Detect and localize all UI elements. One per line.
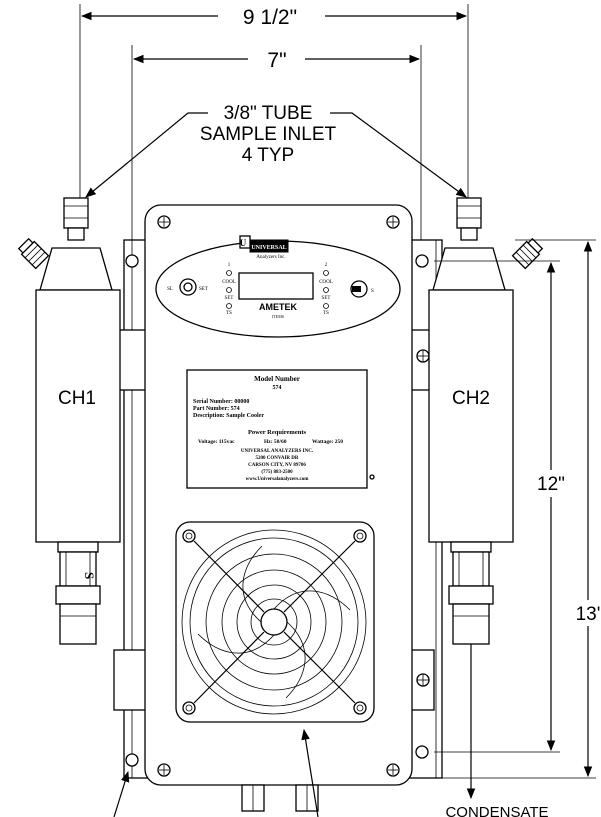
inlet-callout-line2: SAMPLE INLET bbox=[200, 124, 337, 145]
heat-exchanger-ch2: CH2 bbox=[428, 197, 544, 645]
mount-hole-top-right bbox=[415, 254, 429, 268]
mount-width-label: 7" bbox=[267, 49, 286, 72]
svg-text:U: U bbox=[240, 238, 247, 248]
temperature-display bbox=[238, 272, 314, 300]
nameplate-power-heading: Power Requirements bbox=[248, 429, 307, 436]
nameplate-model: 574 bbox=[273, 385, 282, 391]
nameplate-hz: Hz: 50/60 bbox=[264, 439, 287, 445]
nameplate-company: UNIVERSAL ANALYZERS INC. bbox=[241, 449, 314, 454]
power-switch[interactable] bbox=[350, 280, 368, 298]
overall-height-label: 13' bbox=[576, 604, 601, 625]
fan-screw-bottom-left bbox=[182, 701, 196, 715]
channel-select-knob[interactable] bbox=[179, 278, 197, 296]
right-switch-label: S bbox=[371, 289, 374, 294]
heat-exchanger-ch1: CH1 S bbox=[17, 197, 121, 645]
inlet-callout-line3: 4 TYP bbox=[242, 145, 294, 166]
nameplate-wattage: Wattage: 250 bbox=[312, 439, 343, 445]
nameplate-title: Model Number bbox=[254, 375, 300, 383]
ch1-label: CH1 bbox=[58, 388, 96, 409]
ch2-label: CH2 bbox=[452, 388, 490, 409]
ch1-set-label: SET bbox=[225, 296, 234, 301]
ametek-logo: AMETEK bbox=[259, 302, 298, 312]
enclosure-screw-bottom-left bbox=[157, 763, 171, 777]
ch2-temp-label: TS bbox=[323, 311, 329, 316]
dimension-overall-height: 13' bbox=[442, 239, 601, 779]
nameplate-description: Description: Sample Cooler bbox=[193, 413, 264, 419]
controller-panel: U UNIVERSAL Analyzers Inc. SL SET 1 COOL… bbox=[155, 235, 401, 338]
dimension-mount-width: 7" bbox=[131, 45, 422, 245]
fan-screw-top-right bbox=[353, 529, 367, 543]
mount-hole-bottom-left bbox=[125, 753, 139, 767]
mount-hole-bottom-right bbox=[415, 745, 429, 759]
dimension-mount-height: 12" bbox=[434, 260, 565, 753]
enclosure-screw-top-right bbox=[386, 215, 400, 229]
ametek-sub: ITEMS bbox=[272, 314, 284, 319]
ch2-number: 2 bbox=[325, 263, 328, 268]
ch2-set-label: SET bbox=[322, 296, 331, 301]
enclosure-screw-bottom-right bbox=[386, 763, 400, 777]
brand-name: UNIVERSAL bbox=[251, 245, 286, 251]
nameplate-address1: 5200 CONVAIR DR bbox=[256, 456, 299, 461]
nameplate-part: Part Number: 574 bbox=[193, 406, 240, 412]
nameplate-serial: Serial Number: 00000 bbox=[193, 399, 249, 405]
ch1-cool-label: COOL bbox=[222, 280, 236, 285]
ch1-temp-label: TS bbox=[226, 311, 232, 316]
enclosure-screw-top-left bbox=[157, 215, 171, 229]
ch1-number: 1 bbox=[228, 263, 231, 268]
nameplate-web: www.Universalanalyzers.com bbox=[246, 477, 310, 482]
condensate-label: CONDENSATE bbox=[445, 804, 548, 817]
left-knob-label-left: SL bbox=[167, 287, 173, 292]
inlet-callout-line1: 3/8" TUBE bbox=[224, 103, 313, 124]
nameplate-voltage: Voltage: 115vac bbox=[198, 439, 235, 445]
nameplate: Model Number 574 Serial Number: 00000 Pa… bbox=[186, 369, 368, 489]
ch1-fitting-mark: S bbox=[82, 572, 97, 579]
condensate-callout: CONDENSATE bbox=[445, 644, 549, 817]
mount-hole-top-left bbox=[125, 254, 139, 268]
ch2-cool-label: COOL bbox=[319, 280, 333, 285]
leader-mount-hole bbox=[113, 770, 130, 817]
fan-screw-top-left bbox=[182, 529, 196, 543]
overall-width-label: 9 1/2" bbox=[243, 6, 297, 29]
brand-subname: Analyzers Inc. bbox=[256, 255, 285, 260]
brand-logo: U UNIVERSAL Analyzers Inc. bbox=[239, 235, 289, 260]
mount-height-label: 12" bbox=[537, 474, 565, 495]
nameplate-address2: CARSON CITY, NV 89706 bbox=[248, 463, 306, 468]
dimension-overall-width: 9 1/2" bbox=[79, 4, 469, 200]
nameplate-phone: (775) 883-2500 bbox=[261, 470, 293, 475]
cooling-fan bbox=[175, 521, 375, 723]
fan-screw-bottom-right bbox=[353, 701, 367, 715]
sample-inlet-callout: 3/8" TUBE SAMPLE INLET 4 TYP bbox=[85, 103, 467, 198]
leader-fan bbox=[301, 728, 319, 817]
left-knob-label-right: SET bbox=[199, 287, 208, 292]
